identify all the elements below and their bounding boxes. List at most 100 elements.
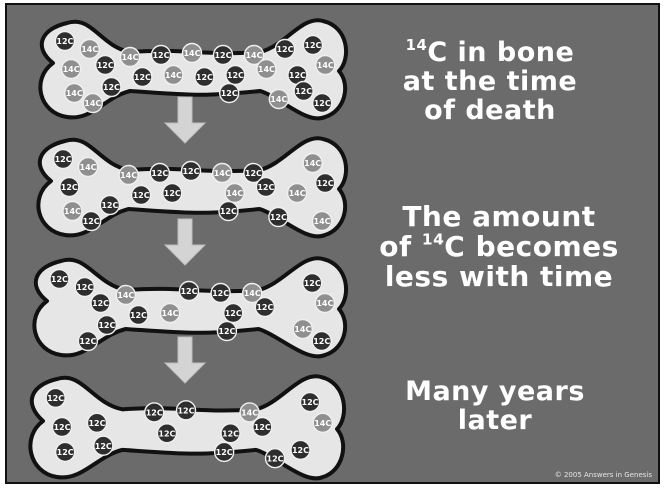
atom-label: 12C xyxy=(302,398,319,407)
atom-label: 12C xyxy=(216,448,233,457)
atom-12c: 12C xyxy=(145,403,164,422)
atom-12c: 12C xyxy=(313,94,332,113)
atom-label: 12C xyxy=(47,394,64,403)
atom-label: 14C xyxy=(120,171,137,180)
atom-label: 12C xyxy=(53,423,70,432)
atom-12c: 12C xyxy=(150,164,169,183)
atom-12c: 12C xyxy=(303,36,322,55)
atom-12c: 12C xyxy=(316,174,335,193)
copyright-notice: © 2005 Answers in Genesis xyxy=(555,471,652,479)
atom-label: 12C xyxy=(177,407,194,416)
atom-label: 12C xyxy=(151,169,168,178)
atom-label: 12C xyxy=(158,429,175,438)
atom-label: 14C xyxy=(294,325,311,334)
atom-label: 14C xyxy=(317,61,334,70)
atom-14c: 14C xyxy=(80,40,99,59)
atom-label: 12C xyxy=(79,337,96,346)
atom-label: 14C xyxy=(289,189,306,198)
atom-label: 12C xyxy=(130,311,147,320)
atom-14c: 14C xyxy=(315,294,334,313)
atom-14c: 14C xyxy=(79,158,98,177)
caption-decay: The amount of 14C becomes less with time xyxy=(379,202,619,293)
atom-12c: 12C xyxy=(303,274,322,293)
atom-12c: 12C xyxy=(100,196,119,215)
atom-label: 14C xyxy=(304,159,321,168)
atom-label: 12C xyxy=(225,309,242,318)
atom-label: 14C xyxy=(63,65,80,74)
atom-label: 12C xyxy=(146,409,163,418)
atom-12c: 12C xyxy=(52,418,71,437)
atom-12c: 12C xyxy=(75,278,94,297)
atom-12c: 12C xyxy=(56,442,75,461)
atom-label: 12C xyxy=(245,169,262,178)
bone-outline xyxy=(30,376,344,478)
atom-14c: 14C xyxy=(313,413,332,432)
atom-label: 12C xyxy=(98,321,115,330)
atom-label: 12C xyxy=(95,442,112,451)
atom-label: 14C xyxy=(314,217,331,226)
atom-12c: 12C xyxy=(60,178,79,197)
atom-label: 12C xyxy=(276,45,293,54)
atom-label: 14C xyxy=(162,309,179,318)
atom-12c: 12C xyxy=(182,162,201,181)
atom-14c: 14C xyxy=(164,66,183,85)
atom-12c: 12C xyxy=(269,208,288,227)
atom-12c: 12C xyxy=(217,322,236,341)
atom-14c: 14C xyxy=(257,60,276,79)
atom-14c: 14C xyxy=(183,44,202,63)
atom-12c: 12C xyxy=(301,393,320,412)
atom-12c: 12C xyxy=(55,32,74,51)
atom-label: 14C xyxy=(214,169,231,178)
atom-12c: 12C xyxy=(220,84,239,103)
atom-12c: 12C xyxy=(253,418,272,437)
atom-label: 12C xyxy=(152,51,169,60)
atom-14c: 14C xyxy=(63,202,82,221)
atom-label: 14C xyxy=(258,65,275,74)
atom-label: 12C xyxy=(57,448,74,457)
atom-12c: 12C xyxy=(215,442,234,461)
atom-14c: 14C xyxy=(313,212,332,231)
caption-time-of-death: 14C in bone at the time of death xyxy=(385,38,595,125)
atom-12c: 12C xyxy=(133,68,152,87)
atom-14c: 14C xyxy=(161,304,180,323)
atom-12c: 12C xyxy=(291,440,310,459)
atom-12c: 12C xyxy=(255,298,274,317)
atom-12c: 12C xyxy=(294,82,313,101)
atom-label: 14C xyxy=(64,207,81,216)
atom-label: 14C xyxy=(244,289,261,298)
atom-label: 14C xyxy=(316,299,333,308)
atom-label: 12C xyxy=(220,207,237,216)
atom-12c: 12C xyxy=(54,150,73,169)
down-arrow-icon xyxy=(165,337,205,383)
atom-14c: 14C xyxy=(213,164,232,183)
atom-label: 12C xyxy=(55,155,72,164)
atom-label: 12C xyxy=(51,275,68,284)
atom-12c: 12C xyxy=(91,294,110,313)
atom-12c: 12C xyxy=(46,388,65,407)
atom-label: 14C xyxy=(245,51,262,60)
atom-label: 14C xyxy=(165,71,182,80)
atom-12c: 12C xyxy=(157,424,176,443)
atom-12c: 12C xyxy=(276,40,295,59)
atom-label: 12C xyxy=(256,303,273,312)
atom-label: 12C xyxy=(304,41,321,50)
atom-12c: 12C xyxy=(132,186,151,205)
atom-label: 14C xyxy=(183,49,200,58)
atom-14c: 14C xyxy=(269,90,288,109)
atom-label: 12C xyxy=(254,423,271,432)
atom-label: 14C xyxy=(121,53,138,62)
atom-14c: 14C xyxy=(288,184,307,203)
atom-12c: 12C xyxy=(94,436,113,455)
atom-label: 14C xyxy=(81,45,98,54)
atom-label: 12C xyxy=(257,183,274,192)
atom-12c: 12C xyxy=(214,46,233,65)
atom-14c: 14C xyxy=(225,184,244,203)
atom-14c: 14C xyxy=(65,84,84,103)
atom-12c: 12C xyxy=(177,401,196,420)
atom-12c: 12C xyxy=(219,202,238,221)
atom-12c: 12C xyxy=(102,78,121,97)
atom-14c: 14C xyxy=(116,286,135,305)
atom-label: 12C xyxy=(267,454,284,463)
